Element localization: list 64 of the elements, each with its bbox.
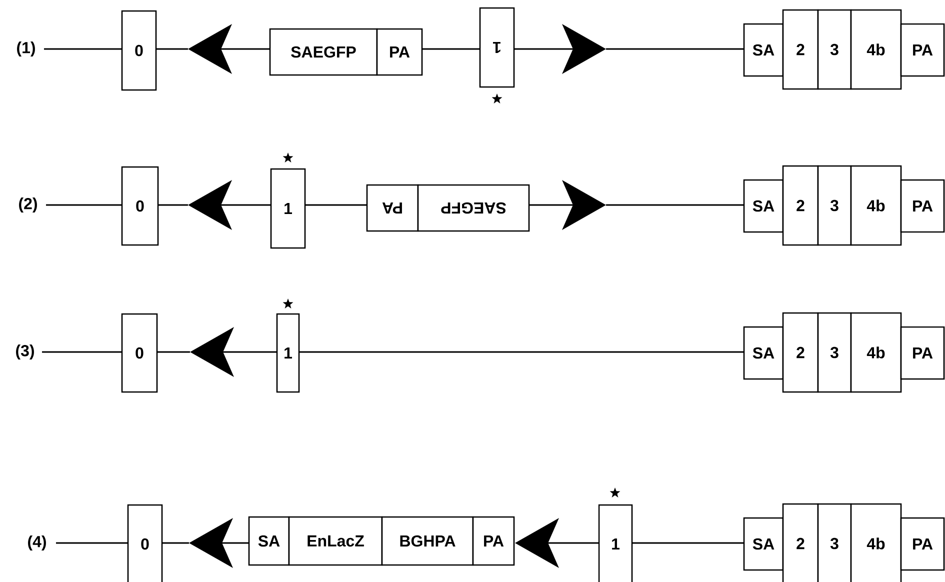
exon-box: 4b bbox=[850, 165, 902, 246]
exon-box: 4b bbox=[850, 503, 902, 582]
backbone-line bbox=[56, 542, 128, 544]
backbone-line bbox=[223, 351, 277, 353]
element-box: PA bbox=[900, 517, 945, 571]
exon-box: 0 bbox=[127, 504, 163, 582]
exon-box: 1 bbox=[598, 504, 633, 582]
arrowhead bbox=[188, 180, 232, 230]
backbone-line bbox=[162, 542, 189, 544]
element-box: PA bbox=[900, 179, 945, 233]
backbone-line bbox=[548, 542, 599, 544]
element-box: SA bbox=[743, 517, 784, 571]
backbone-line bbox=[222, 542, 249, 544]
backbone-line bbox=[606, 204, 744, 206]
exon-box: 4b bbox=[850, 312, 902, 393]
exon-box: 1 bbox=[479, 7, 515, 88]
row-label: (1) bbox=[17, 42, 35, 56]
cassette-segment: SA bbox=[248, 516, 290, 566]
backbone-line bbox=[46, 204, 122, 206]
exon-box: 1 bbox=[276, 313, 300, 393]
element-box: SA bbox=[743, 326, 784, 380]
arrowhead bbox=[190, 327, 234, 377]
exon-box: 1 bbox=[270, 168, 306, 249]
arrowhead bbox=[188, 24, 232, 74]
backbone-line bbox=[514, 48, 573, 50]
backbone-line bbox=[158, 204, 188, 206]
row-label: (3) bbox=[16, 344, 34, 360]
cassette-segment: PA bbox=[366, 184, 419, 232]
backbone-line bbox=[157, 351, 190, 353]
element-box: PA bbox=[900, 23, 945, 77]
exon-box: 0 bbox=[121, 10, 157, 91]
backbone-line bbox=[305, 204, 367, 206]
backbone-line bbox=[156, 48, 188, 50]
exon-box: 3 bbox=[817, 503, 852, 582]
element-box: SA bbox=[743, 23, 784, 77]
exon-box: 0 bbox=[121, 313, 158, 393]
row-label: (4) bbox=[28, 536, 46, 550]
arrowhead bbox=[515, 518, 559, 568]
exon-box: 2 bbox=[782, 9, 819, 90]
exon-box: 3 bbox=[817, 9, 852, 90]
exon-box: 4b bbox=[850, 9, 902, 90]
arrowhead bbox=[189, 518, 233, 568]
backbone-line bbox=[44, 48, 122, 50]
exon-box: 2 bbox=[782, 312, 819, 393]
backbone-line bbox=[221, 204, 271, 206]
exon-box: 3 bbox=[817, 165, 852, 246]
backbone-line bbox=[632, 542, 744, 544]
exon-box: 3 bbox=[817, 312, 852, 393]
backbone-line bbox=[299, 351, 744, 353]
row-label: (2) bbox=[19, 198, 37, 212]
exon-box: 0 bbox=[121, 166, 159, 246]
backbone-line bbox=[221, 48, 270, 50]
element-box: SA bbox=[743, 179, 784, 233]
arrowhead bbox=[562, 180, 606, 230]
exon-box: 2 bbox=[782, 165, 819, 246]
backbone-line bbox=[422, 48, 480, 50]
element-box: PA bbox=[900, 326, 945, 380]
exon-box: 2 bbox=[782, 503, 819, 582]
arrowhead bbox=[562, 24, 606, 74]
backbone-line bbox=[529, 204, 573, 206]
cassette-segment: PA bbox=[376, 28, 423, 76]
backbone-line bbox=[42, 351, 122, 353]
cassette-segment: PA bbox=[472, 516, 515, 566]
backbone-line bbox=[606, 48, 744, 50]
